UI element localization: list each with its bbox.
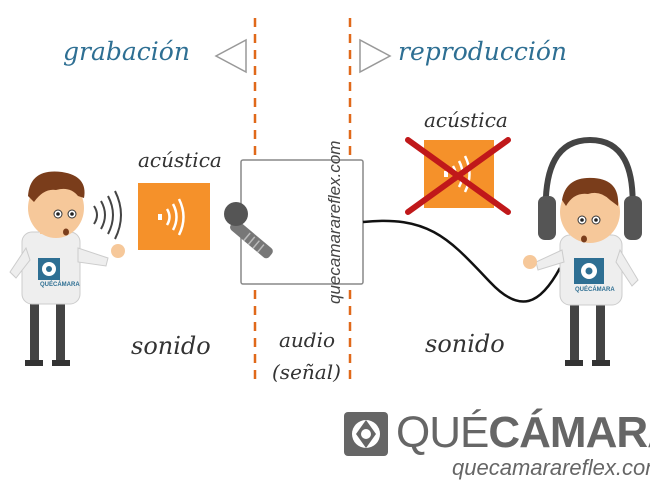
cross-mark-icon [405,137,511,215]
playback-label: reproducción [398,37,568,66]
sound-waves-icon [158,198,185,236]
vertical-site-url: quecamarareflex.com [325,140,344,304]
headphones-icon [538,136,642,240]
microphone-icon [224,202,273,259]
signal-label: (señal) [272,360,341,384]
logo-url: quecamarareflex.com [452,455,650,480]
shirt-logo-left: QUÉCÁMARA [40,282,80,288]
acoustic-label-right: acústica [424,108,508,132]
camera-shutter-logo-icon [344,412,388,456]
logo-word-light: QUÉ [396,408,489,457]
left-arrow-icon [214,38,247,74]
shirt-logo-right: QUÉCÁMARA [575,287,615,293]
sound-label-left: sonido [131,332,211,360]
audio-label: audio [279,328,336,352]
sound-label-right: sonido [425,330,505,358]
listening-person [523,177,639,366]
logo-wordmark: QUÉCÁMARA [396,408,650,458]
recording-label: grabación [63,37,190,66]
headphone-cable [362,219,562,303]
logo-word-bold: CÁMARA [488,408,650,457]
speaking-person [9,171,125,366]
right-arrow-icon [359,38,392,74]
voice-waves-icon [93,190,122,240]
acoustic-box-left [138,183,210,250]
acoustic-label-left: acústica [138,148,222,172]
